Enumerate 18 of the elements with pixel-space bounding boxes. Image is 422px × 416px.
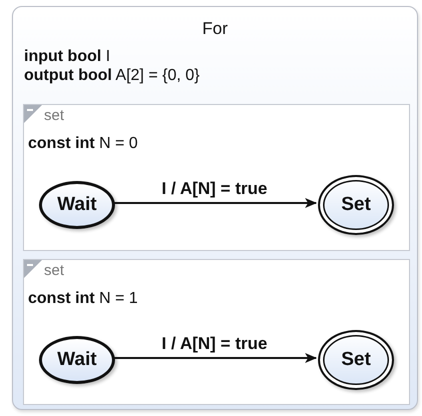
arrow <box>113 198 317 208</box>
edge-label: I / A[N] = true <box>162 179 268 199</box>
state-machine-box <box>12 6 418 410</box>
region-box <box>23 104 410 251</box>
state: Wait <box>39 336 115 384</box>
declaration: const int N = 0 <box>28 135 138 153</box>
region-box <box>23 259 410 405</box>
region-name: set <box>44 262 64 279</box>
final-state: Set <box>318 175 394 235</box>
declaration: input bool I <box>24 48 110 66</box>
declaration: const int N = 1 <box>28 290 138 308</box>
arrow <box>113 353 317 363</box>
final-state: Set <box>318 330 394 390</box>
state: Wait <box>39 181 115 229</box>
region-name: set <box>44 107 64 124</box>
machine-title: For <box>201 19 229 39</box>
edge-label: I / A[N] = true <box>162 334 268 354</box>
declaration: output bool A[2] = {0, 0} <box>24 67 200 85</box>
